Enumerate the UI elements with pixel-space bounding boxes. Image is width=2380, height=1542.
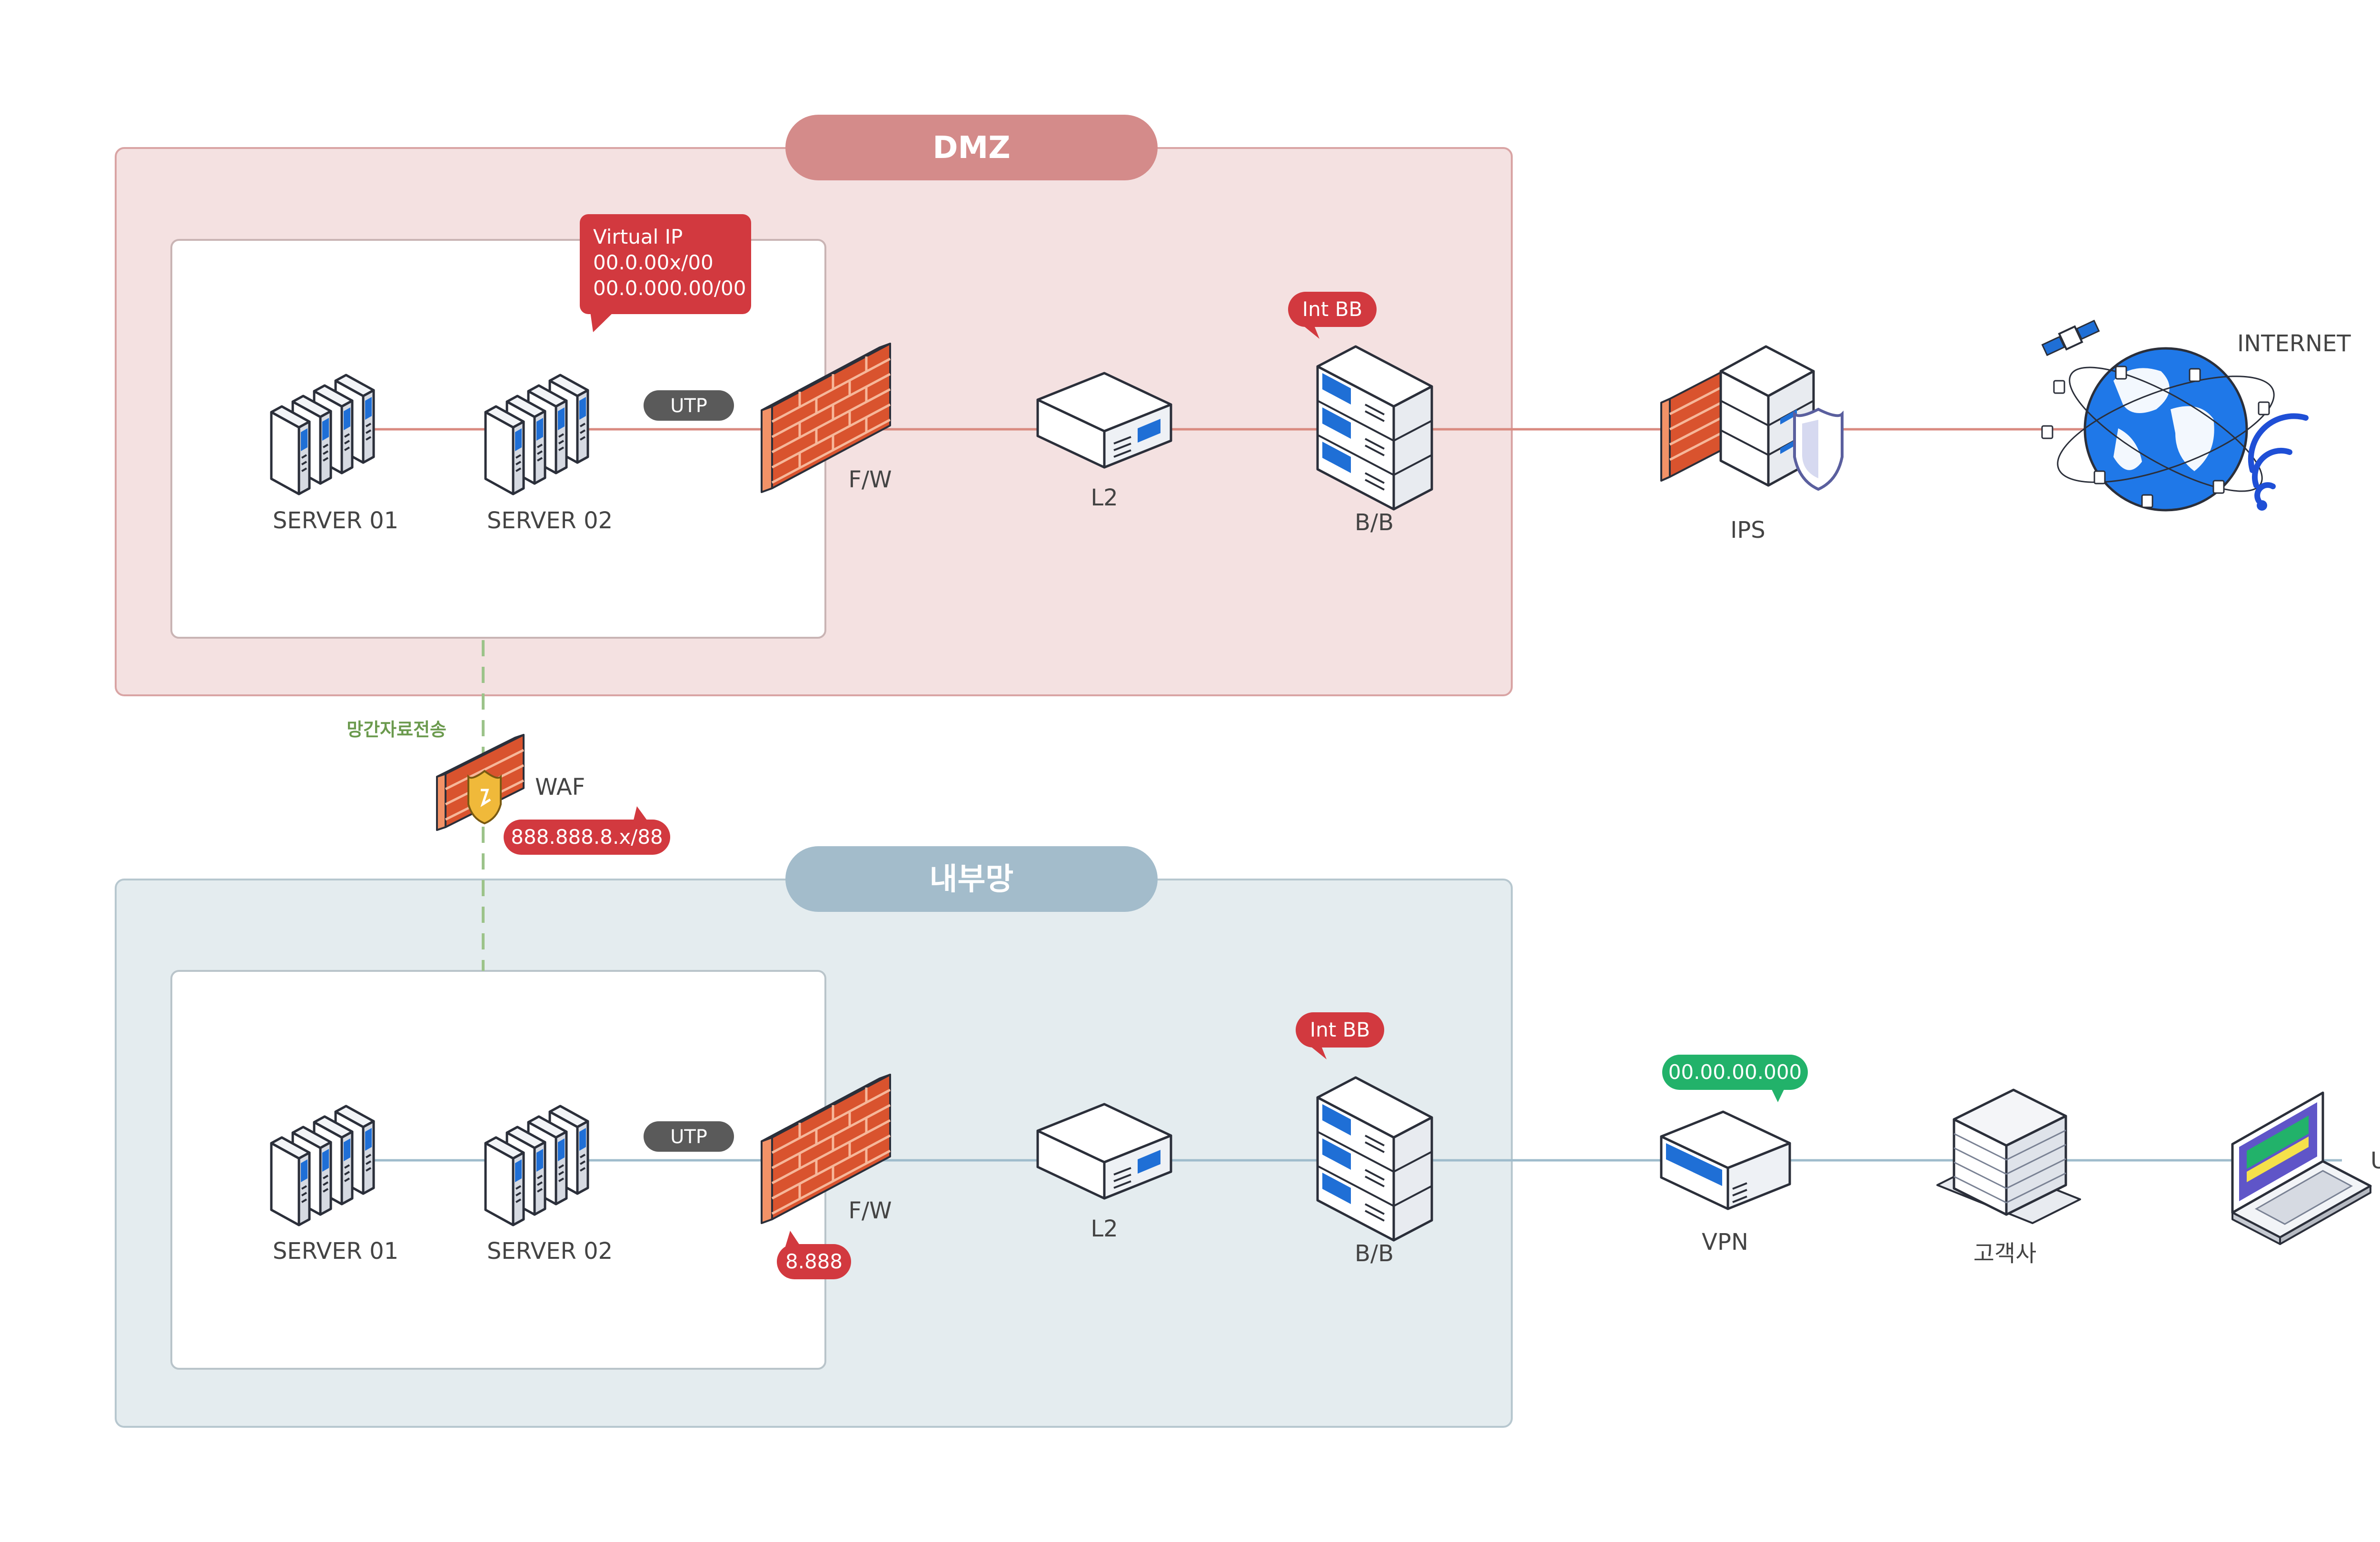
internal-fw-tag-label: 8.888 (785, 1250, 843, 1273)
internal-utp-pill (644, 1121, 734, 1152)
internal-int-bb-bubble (1296, 1012, 1384, 1059)
dmz-l2-label: L2 (1091, 484, 1118, 511)
virtual-ip-title: Virtual IP (593, 225, 683, 248)
virtual-ip-line2: 00.0.000.00/00 (593, 277, 746, 300)
virtual-ip-line1: 00.0.00x/00 (593, 251, 714, 274)
vpn-label: VPN (1702, 1229, 1748, 1255)
vpn-ip-bubble (1662, 1055, 1808, 1102)
ips-icon (1660, 345, 1844, 491)
internal-fw-tag-bubble (777, 1231, 851, 1279)
internal-server01-label: SERVER 01 (273, 1238, 398, 1265)
dmz-int-bb-bubble (1288, 292, 1377, 339)
internet-globe-icon (2041, 319, 2309, 512)
waf-label: WAF (535, 774, 585, 801)
dmz-zone-label: DMZ (932, 130, 1010, 166)
dmz-zone-badge (785, 115, 1158, 180)
dmz-int-bb-label: Int BB (1302, 297, 1362, 321)
internal-int-bb-label: Int BB (1310, 1018, 1370, 1041)
dmz-backbone-label: B/B (1355, 509, 1394, 536)
internal-zone-badge (785, 846, 1158, 912)
virtual-ip-bubble (580, 214, 751, 332)
dmz-firewall-label: F/W (848, 466, 892, 493)
dmz-utp-label: UTP (670, 395, 707, 417)
internal-backbone-label: B/B (1355, 1240, 1394, 1267)
dmz-server01-label: SERVER 01 (273, 507, 398, 534)
internet-label: INTERNET (2237, 330, 2351, 357)
data-transfer-label: 망간자료전송 (347, 719, 446, 740)
internal-utp-label: UTP (670, 1126, 707, 1148)
customer-building-icon (1936, 1088, 2081, 1224)
vpn-ip-label: 00.00.00.000 (1668, 1060, 1802, 1084)
internal-firewall-label: F/W (848, 1197, 892, 1224)
internal-zone-label: 내부망 (930, 862, 1014, 897)
customer-label: 고객사 (1973, 1240, 2036, 1267)
ips-label: IPS (1730, 517, 1765, 544)
waf-ip-bubble (504, 806, 670, 855)
user-laptop-icon (2231, 1091, 2372, 1245)
internal-l2-label: L2 (1091, 1216, 1118, 1242)
waf-icon (436, 734, 525, 831)
dmz-server02-label: SERVER 02 (487, 507, 613, 534)
internal-server02-label: SERVER 02 (487, 1238, 613, 1265)
dmz-utp-pill (644, 390, 734, 421)
waf-ip-label: 888.888.8.x/88 (511, 825, 663, 849)
user-label: USER (2370, 1147, 2380, 1174)
vpn-device-icon (1660, 1110, 1791, 1210)
